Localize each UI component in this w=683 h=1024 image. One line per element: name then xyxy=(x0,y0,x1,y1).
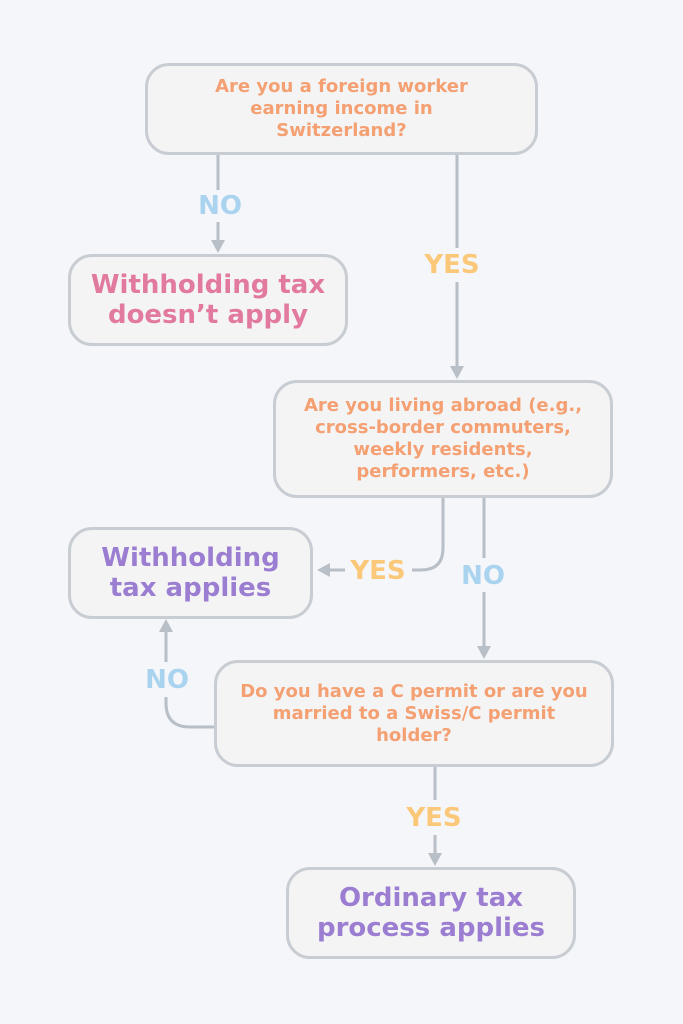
edge-q2-yes-line xyxy=(330,498,445,572)
node-r-no-tax-text: Withholding tax doesn’t apply xyxy=(90,270,326,330)
edge-q3-yes-arrow xyxy=(428,853,442,866)
edge-q3-no-line xyxy=(164,632,216,729)
node-q3-text: Do you have a C permit or are you marrie… xyxy=(240,680,588,746)
edge-q2-no-arrow xyxy=(477,646,491,659)
node-q2: Are you living abroad (e.g., cross-borde… xyxy=(273,380,613,498)
edge-q2-yes-arrow xyxy=(317,563,330,577)
node-q3: Do you have a C permit or are you marrie… xyxy=(214,660,614,767)
edge-q3-no-label: NO xyxy=(145,665,189,695)
node-r-ordinary-text: Ordinary tax process applies xyxy=(316,883,546,943)
edge-q1-yes-arrow xyxy=(450,366,464,379)
node-r-no-tax: Withholding tax doesn’t apply xyxy=(68,254,348,346)
node-q1: Are you a foreign worker earning income … xyxy=(145,63,538,155)
node-r-withholding-text: Withholding tax applies xyxy=(101,543,280,603)
node-q2-text: Are you living abroad (e.g., cross-borde… xyxy=(303,395,583,482)
edge-q1-no-arrow xyxy=(211,240,225,253)
edge-q2-yes-label: YES xyxy=(350,556,406,586)
edge-q1-yes-label: YES xyxy=(424,250,480,280)
node-r-ordinary: Ordinary tax process applies xyxy=(286,867,576,959)
edge-q1-no-label: NO xyxy=(198,191,242,221)
edge-q2-no-label: NO xyxy=(461,561,505,591)
edge-q3-yes-label: YES xyxy=(406,803,462,833)
node-r-withholding: Withholding tax applies xyxy=(68,527,313,619)
edge-q3-no-arrow xyxy=(159,619,173,632)
node-q1-text: Are you a foreign worker earning income … xyxy=(215,76,468,141)
